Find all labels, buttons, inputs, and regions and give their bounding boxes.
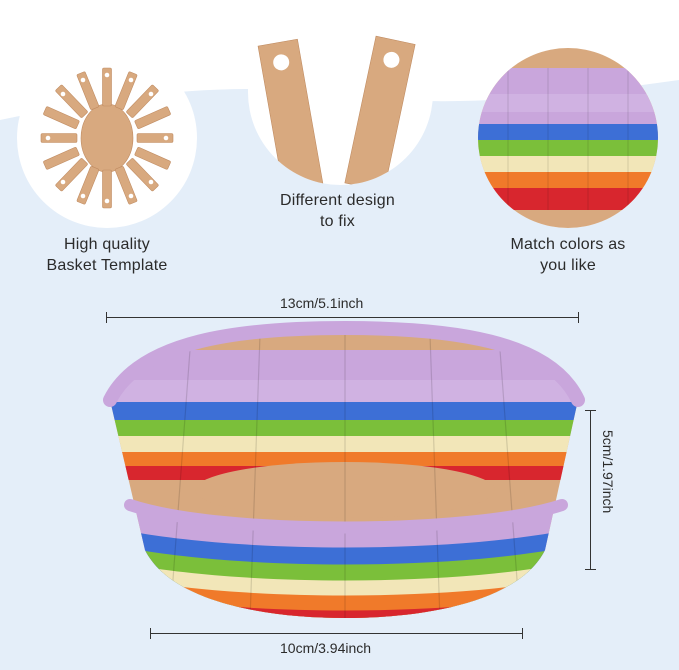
bottom-width-tick-left — [150, 628, 151, 639]
bottom-width-tick-right — [522, 628, 523, 639]
top-width-tick-right — [578, 312, 579, 323]
height-label: 5cm/1.97inch — [600, 430, 616, 514]
template-caption: High quality Basket Template — [17, 234, 197, 276]
top-width-tick-left — [106, 312, 107, 323]
basket-template-image — [40, 67, 174, 209]
height-tick-bottom — [585, 569, 596, 570]
handles-caption: Different design to fix — [245, 190, 430, 232]
top-width-label: 13cm/5.1inch — [280, 295, 364, 311]
colors-caption-line1: Match colors as — [510, 236, 626, 253]
handles-circle — [248, 0, 433, 185]
woven-colors-closeup-image — [478, 48, 658, 228]
handles-caption-line2: to fix — [320, 213, 355, 230]
height-tick-top — [585, 410, 596, 411]
template-circle — [17, 48, 197, 228]
colors-caption: Match colors as you like — [478, 234, 658, 276]
top-width-line — [106, 317, 579, 318]
height-line — [590, 410, 591, 570]
woven-basket-image — [103, 320, 585, 618]
bottom-width-label: 10cm/3.94inch — [280, 640, 372, 656]
bottom-width-line — [150, 633, 523, 634]
colors-caption-line2: you like — [540, 257, 596, 274]
colors-circle — [478, 48, 658, 228]
cardboard-strips-image — [257, 35, 416, 185]
handles-caption-line1: Different design — [280, 192, 395, 209]
template-caption-line2: Basket Template — [46, 257, 168, 274]
template-caption-line1: High quality — [63, 236, 150, 253]
